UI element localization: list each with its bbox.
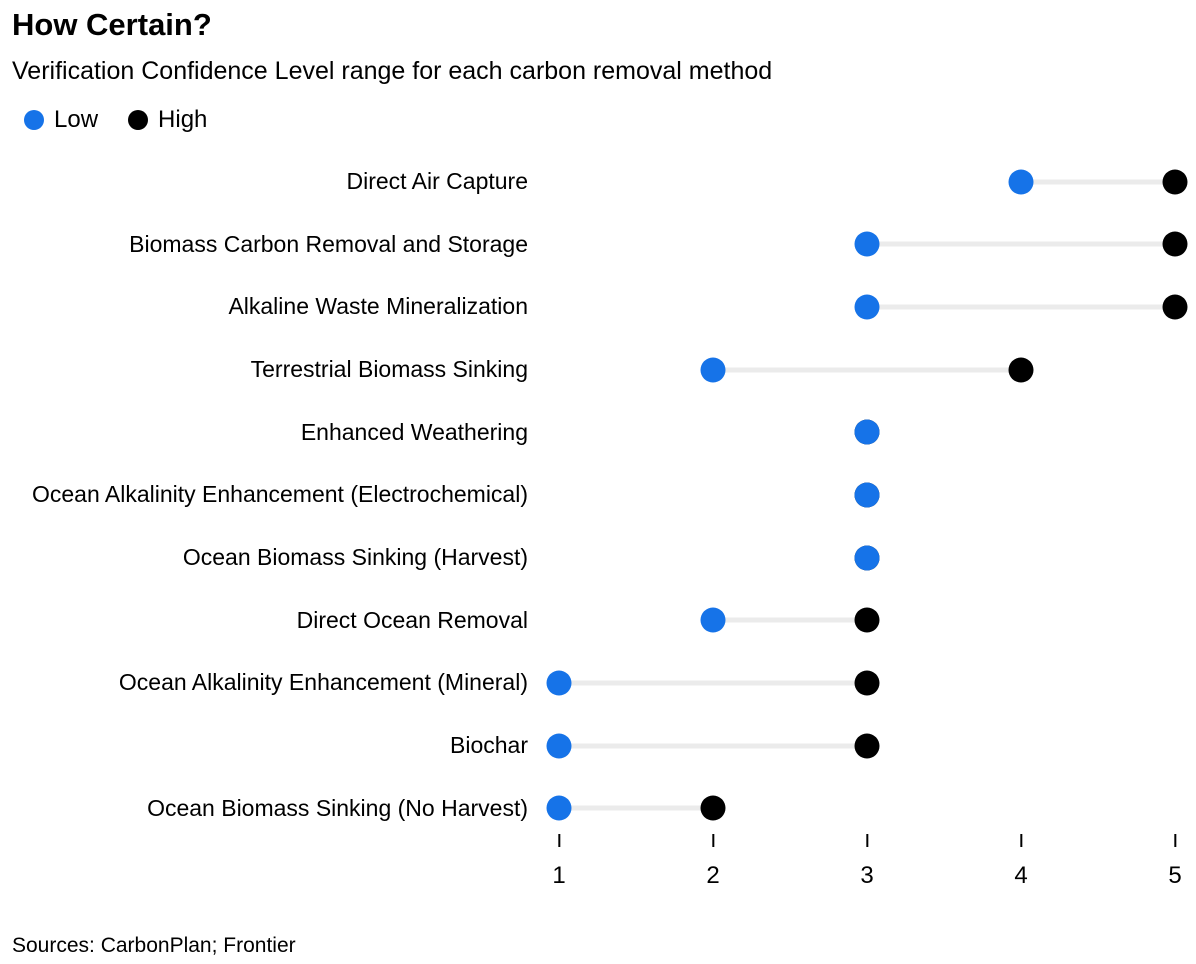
range-connector: [713, 617, 867, 623]
axis-tick: 3: [860, 833, 874, 889]
low-dot: [854, 231, 880, 257]
axis-tick: 1: [552, 833, 566, 889]
legend: Low High: [24, 106, 1184, 134]
row-label: Direct Ocean Removal: [296, 606, 528, 633]
chart-row: Direct Ocean Removal: [0, 589, 1196, 652]
row-label: Ocean Biomass Sinking (Harvest): [182, 544, 528, 571]
range-connector: [867, 241, 1175, 247]
row-track: [559, 526, 1175, 589]
chart-row: Biomass Carbon Removal and Storage: [0, 213, 1196, 276]
row-label: Ocean Alkalinity Enhancement (Electroche…: [31, 481, 528, 508]
low-dot: [854, 294, 880, 320]
tick-label: 2: [706, 861, 720, 889]
row-label: Ocean Alkalinity Enhancement (Mineral): [118, 669, 528, 696]
axis-tick: 5: [1168, 833, 1182, 889]
high-dot: [1162, 231, 1188, 257]
row-track: [546, 652, 1175, 715]
x-axis: 1 2 3 4 5: [0, 833, 1196, 904]
low-dot: [546, 795, 572, 821]
range-connector: [559, 680, 867, 686]
row-track: [546, 714, 1175, 777]
low-dot: [700, 607, 726, 633]
legend-item-high: High: [128, 106, 207, 134]
high-dot: [1162, 294, 1188, 320]
chart-subtitle: Verification Confidence Level range for …: [12, 57, 773, 86]
low-legend-dot-icon: [24, 110, 44, 131]
row-label: Enhanced Weathering: [300, 418, 528, 445]
chart-row: Ocean Biomass Sinking (Harvest): [0, 526, 1196, 589]
chart-row: Ocean Alkalinity Enhancement (Electroche…: [0, 464, 1196, 527]
tick-mark: [865, 833, 868, 847]
row-track: [559, 401, 1175, 464]
tick-mark: [1173, 833, 1176, 847]
row-label: Ocean Biomass Sinking (No Harvest): [147, 794, 528, 821]
range-connector: [559, 805, 713, 811]
high-dot: [854, 607, 880, 633]
legend-item-low: Low: [24, 106, 98, 134]
x-axis-ticks: 1 2 3 4 5: [552, 833, 1182, 904]
row-track: [559, 213, 1188, 276]
row-track: [559, 464, 1175, 527]
low-dot: [854, 419, 880, 445]
tick-label: 1: [552, 861, 566, 889]
row-label: Biomass Carbon Removal and Storage: [129, 230, 528, 257]
range-connector: [867, 304, 1175, 310]
row-track: [559, 276, 1188, 339]
chart-row: Enhanced Weathering: [0, 401, 1196, 464]
chart-row: Ocean Alkalinity Enhancement (Mineral): [0, 652, 1196, 715]
chart-row: Ocean Biomass Sinking (No Harvest): [0, 777, 1196, 840]
sources-note: Sources: CarbonPlan; Frontier: [12, 933, 296, 957]
chart-row: Direct Air Capture: [0, 150, 1196, 213]
tick-mark: [1019, 833, 1022, 847]
range-connector: [559, 743, 867, 749]
legend-label-low: Low: [54, 106, 99, 134]
legend-label-high: High: [158, 106, 208, 134]
row-track: [559, 338, 1175, 401]
high-dot: [700, 795, 726, 821]
tick-label: 5: [1168, 861, 1182, 889]
low-dot: [546, 670, 572, 696]
chart-title: How Certain?: [12, 7, 212, 42]
low-dot: [854, 545, 880, 571]
row-track: [546, 777, 1175, 840]
high-dot: [1162, 169, 1188, 195]
chart-row: Biochar: [0, 714, 1196, 777]
chart-row: Alkaline Waste Mineralization: [0, 276, 1196, 339]
row-label: Biochar: [450, 732, 528, 759]
axis-tick: 4: [1014, 833, 1028, 889]
tick-mark: [557, 833, 560, 847]
high-dot: [854, 733, 880, 759]
axis-tick: 2: [706, 833, 720, 889]
low-dot: [546, 733, 572, 759]
row-label: Alkaline Waste Mineralization: [228, 293, 528, 320]
row-track: [559, 589, 1175, 652]
chart-row: Terrestrial Biomass Sinking: [0, 338, 1196, 401]
tick-label: 3: [860, 861, 874, 889]
low-dot: [1008, 169, 1034, 195]
tick-label: 4: [1014, 861, 1028, 889]
low-dot: [700, 357, 726, 383]
range-connector: [713, 367, 1021, 373]
high-dot: [854, 670, 880, 696]
range-connector: [1021, 179, 1175, 185]
row-label: Direct Air Capture: [346, 167, 528, 194]
chart-header: How Certain? Verification Confidence Lev…: [0, 0, 1196, 134]
row-track: [559, 150, 1188, 213]
row-label: Terrestrial Biomass Sinking: [250, 356, 528, 383]
tick-mark: [711, 833, 714, 847]
low-dot: [854, 482, 880, 508]
high-dot: [1008, 357, 1034, 383]
high-legend-dot-icon: [128, 110, 149, 131]
